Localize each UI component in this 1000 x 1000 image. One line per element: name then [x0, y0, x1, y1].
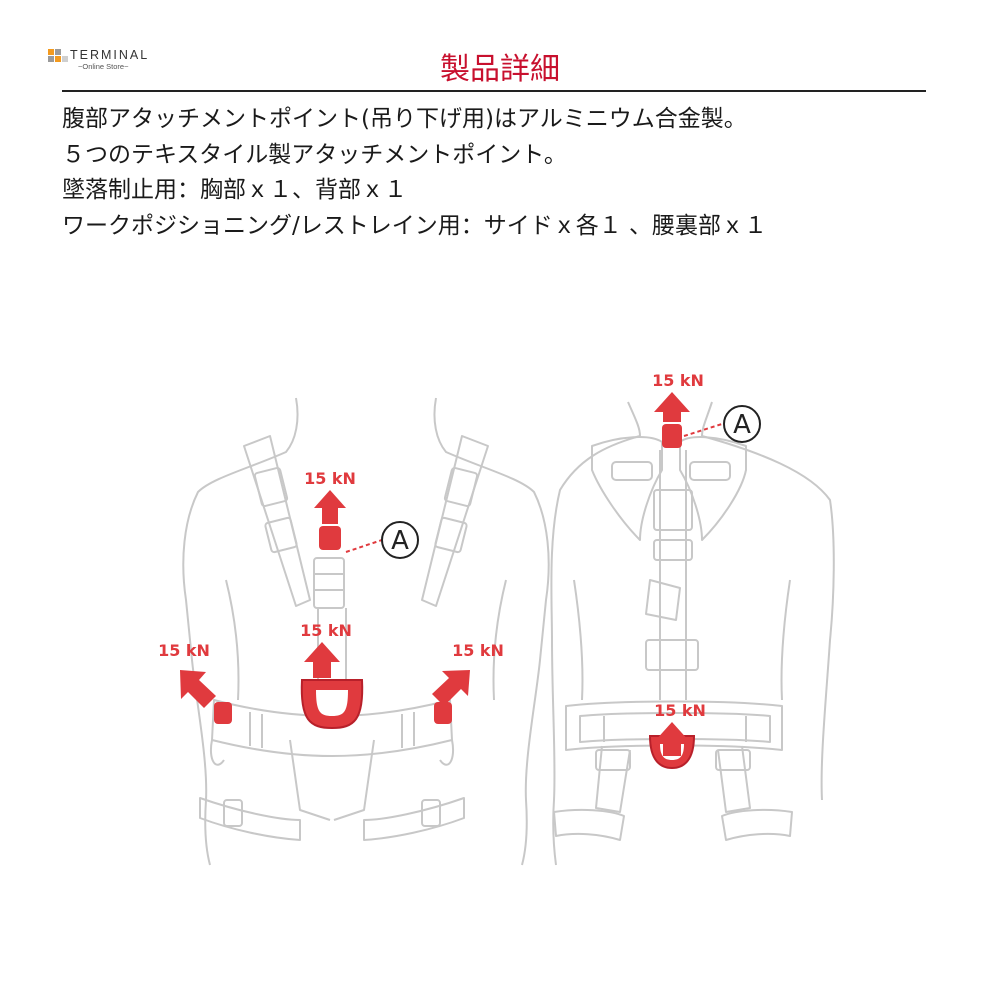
front-leg-loop: [363, 797, 465, 841]
back-waist-belt: [565, 700, 783, 751]
front-shoulder-strap: [421, 435, 489, 607]
description-line: ワークポジショニング/レストレイン用：サイドｘ各１ 、腰裏部ｘ１: [62, 212, 768, 239]
page-title: 製品詳細: [440, 52, 560, 87]
back-strap-tail: [645, 579, 681, 621]
back-leg-strap: [595, 745, 631, 813]
dorsal-load-label: 15 kN: [652, 371, 704, 390]
logo-square: [62, 56, 68, 62]
back-center-strap: [659, 450, 687, 700]
description-line: 墜落制止用：胸部ｘ１、背部ｘ１: [62, 177, 407, 203]
ventral-load-label: 15 kN: [300, 621, 352, 640]
back-shoulder-pad: [591, 436, 663, 541]
dorsal-load-arrow: [654, 392, 690, 422]
brand-tagline: ~Online Store~: [78, 62, 129, 71]
back-load-arrows: [654, 392, 690, 756]
front-body-outline: [225, 579, 240, 701]
back-body-outline: [573, 579, 584, 701]
back-load-labels: 15 kN 15 kN: [652, 371, 706, 720]
chest-load-arrow: [314, 490, 346, 524]
front-leg-loop: [199, 797, 301, 841]
description-line: 腹部アタッチメントポイント(吊り下げ用)はアルミニウム合金製。: [62, 106, 747, 132]
chest-attachment-point: [319, 526, 341, 550]
back-leg-loop: [721, 808, 793, 841]
back-body-outline: [701, 401, 835, 801]
front-chest-buckle: [313, 557, 345, 609]
back-body-outline: [780, 579, 791, 701]
right-side-load-arrow: [432, 670, 470, 706]
back-strap-buckle: [645, 639, 699, 671]
left-side-load-arrow: [180, 670, 216, 708]
logo-square: [55, 49, 61, 55]
front-side-loop: [210, 739, 225, 766]
back-shoulder-pad: [679, 436, 747, 541]
logo-square: [48, 49, 54, 55]
rear-waist-load-label: 15 kN: [654, 701, 706, 720]
left-side-load-label: 15 kN: [158, 641, 210, 660]
marker-a-circle: [723, 405, 761, 443]
marker-a-circle: [381, 521, 419, 559]
brand-name: TERMINAL: [70, 48, 150, 62]
front-body-outline: [433, 397, 550, 866]
front-marker-a: A: [345, 521, 419, 559]
back-strap-buckle: [653, 489, 693, 531]
front-side-loop: [439, 739, 454, 766]
front-attachment-points: [214, 526, 452, 730]
front-shoulder-strap: [243, 435, 311, 607]
description-line: ５つのテキスタイル製アタッチメントポイント。: [62, 141, 567, 168]
side-attachment-point: [434, 702, 452, 724]
title-divider: [62, 90, 926, 92]
front-body-outline: [182, 397, 299, 866]
front-leg-buckle: [223, 799, 243, 827]
front-strap-pad: [443, 466, 479, 508]
front-leg-strap: [289, 739, 375, 821]
back-leg-strap: [717, 745, 751, 813]
front-strap-pad: [253, 466, 289, 508]
marker-a-label: A: [391, 526, 409, 556]
logo-square: [55, 56, 61, 62]
back-harness-illustration: [550, 401, 835, 866]
description-list: 腹部アタッチメントポイント(吊り下げ用)はアルミニウム合金製。 ５つのテキスタイ…: [62, 102, 962, 244]
front-harness-illustration: [182, 397, 550, 866]
back-strap-buckle: [653, 539, 693, 561]
front-body-outline: [492, 579, 507, 701]
ventral-load-arrow: [304, 642, 340, 678]
side-attachment-point: [214, 702, 232, 724]
rear-waist-load-arrow: [654, 722, 690, 756]
dorsal-attachment-point: [662, 424, 682, 448]
right-side-load-label: 15 kN: [452, 641, 504, 660]
logo-square: [48, 56, 54, 62]
marker-a-label: A: [733, 410, 751, 440]
front-strap-pad: [434, 516, 468, 554]
chest-load-label: 15 kN: [304, 469, 356, 488]
front-leg-buckle: [421, 799, 441, 827]
front-strap-pad: [264, 516, 298, 554]
front-load-arrows: [180, 490, 470, 708]
back-body-outline: [550, 401, 641, 866]
back-leg-loop: [553, 808, 625, 841]
front-load-labels: 15 kN 15 kN 15 kN 15 kN: [158, 469, 504, 660]
back-marker-a: A: [683, 405, 761, 443]
